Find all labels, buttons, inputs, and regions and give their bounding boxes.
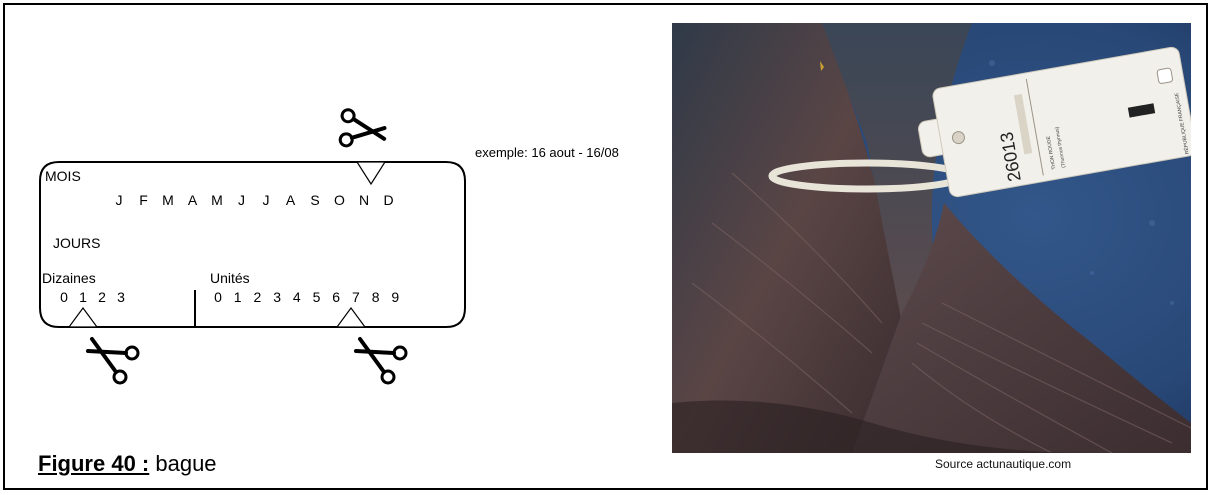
month-cut-notch bbox=[357, 162, 385, 184]
month-letter: A bbox=[188, 192, 198, 208]
unite-digit: 1 bbox=[234, 289, 242, 305]
photo-source: Source actunautique.com bbox=[935, 457, 1071, 471]
scissors-icon bbox=[331, 100, 388, 153]
unite-digit: 6 bbox=[332, 289, 340, 305]
figure-caption: Figure 40 : bague bbox=[38, 451, 217, 477]
unite-digit: 7 bbox=[352, 289, 360, 305]
month-letter: M bbox=[162, 192, 174, 208]
month-letter: S bbox=[310, 192, 319, 208]
tagged-fin-photo: 26013 THON ROUGE (Thunnus thynnus) RÉPUB… bbox=[672, 23, 1191, 453]
mois-label: MOIS bbox=[45, 168, 81, 184]
unite-digit: 4 bbox=[293, 289, 301, 305]
month-letter: N bbox=[359, 192, 369, 208]
unite-digit: 5 bbox=[313, 289, 321, 305]
unite-digit: 0 bbox=[214, 289, 222, 305]
month-letter: D bbox=[383, 192, 393, 208]
dizaine-digit: 3 bbox=[117, 289, 125, 305]
month-letter: J bbox=[238, 192, 245, 208]
month-letter: M bbox=[211, 192, 223, 208]
scissors-icon bbox=[356, 339, 406, 383]
month-letter: O bbox=[334, 192, 345, 208]
unite-digit: 9 bbox=[391, 289, 399, 305]
unite-digit: 3 bbox=[273, 289, 281, 305]
month-letter: F bbox=[139, 192, 148, 208]
dizaine-digit: 0 bbox=[60, 289, 68, 305]
jours-label: JOURS bbox=[53, 235, 100, 251]
figure-title: bague bbox=[149, 451, 216, 476]
dizaine-cut-notch bbox=[69, 308, 97, 327]
dizaine-digit: 1 bbox=[79, 289, 87, 305]
unite-digit: 8 bbox=[372, 289, 380, 305]
month-letter: J bbox=[116, 192, 123, 208]
unite-digit: 2 bbox=[254, 289, 262, 305]
figure-number: Figure 40 : bbox=[38, 451, 149, 476]
month-letter: J bbox=[263, 192, 270, 208]
unites-label: Unités bbox=[210, 270, 250, 286]
month-letter: A bbox=[286, 192, 296, 208]
dizaine-digit: 2 bbox=[98, 289, 106, 305]
scissors-icon bbox=[88, 339, 138, 383]
dizaines-label: Dizaines bbox=[42, 270, 96, 286]
example-text: exemple: 16 aout - 16/08 bbox=[475, 145, 619, 160]
unite-cut-notch bbox=[337, 308, 365, 327]
